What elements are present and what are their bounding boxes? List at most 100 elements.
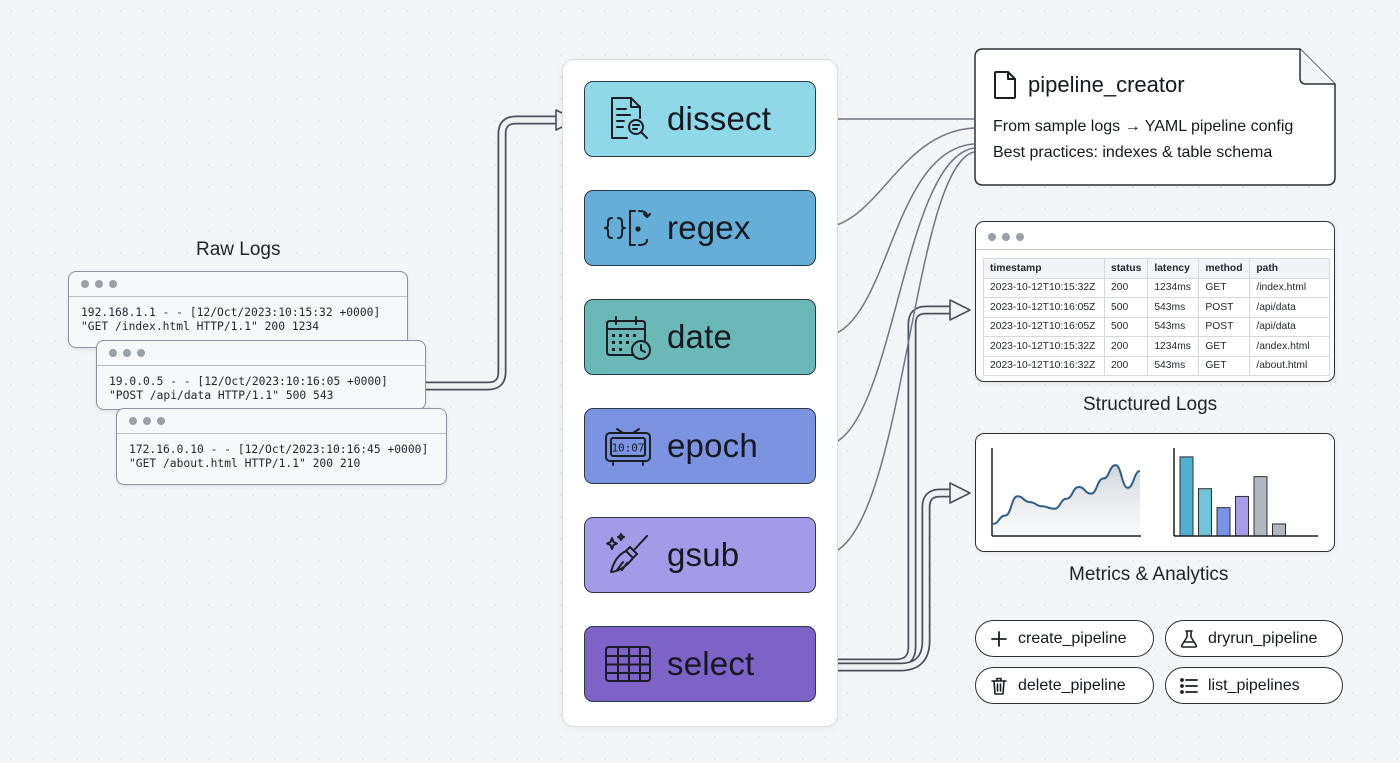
stage-select[interactable]: select [584,626,816,702]
table-header-row: timestamp status latency method path [983,258,1331,279]
stage-label: epoch [667,427,758,464]
window-controls [97,341,425,366]
table-cell: 2023-10-12T10:16:05Z [983,297,1105,318]
stage-dissect[interactable]: dissect [584,81,816,157]
raw-logs-title: Raw Logs [196,239,281,260]
code-braces-icon [603,203,653,253]
structured-logs-table: timestamp status latency method path 202… [983,258,1331,376]
raw-log-entry: 19.0.0.5 - - [12/Oct/2023:10:16:05 +0000… [109,375,388,402]
raw-log-entry: 192.168.1.1 - - [12/Oct/2023:10:15:32 +0… [81,306,381,333]
calendar-clock-icon [603,312,653,362]
svg-text:10:07: 10:07 [611,442,644,455]
table-cell: /api/data [1249,316,1331,337]
stage-label: dissect [667,100,772,137]
stage-epoch[interactable]: 10:07 epoch [584,408,816,484]
delete-pipeline-button[interactable]: delete_pipeline [975,667,1154,704]
structured-logs-window: timestamp status latency method path 202… [975,221,1335,382]
button-label: list_pipelines [1208,676,1300,694]
raw-log-entry: 172.16.0.10 - - [12/Oct/2023:10:16:45 +0… [129,443,429,470]
bar [1179,456,1194,537]
structured-logs-title: Structured Logs [1083,394,1218,415]
table-cell: GET [1198,336,1251,357]
bar [1198,488,1212,537]
table-cell: /about.html [1249,355,1331,376]
column-header: latency [1147,258,1200,279]
table-cell: 200 [1103,336,1149,357]
column-header: path [1249,258,1331,279]
table-cell: 200 [1103,277,1149,298]
metrics-window [975,433,1335,552]
table-cell: 2023-10-12T10:15:32Z [983,277,1105,298]
table-grid-icon [603,639,653,689]
table-cell: POST [1198,316,1251,337]
table-cell: 2023-10-12T10:16:05Z [983,316,1105,337]
window-controls [117,409,446,434]
metrics-bar-chart [1173,448,1318,537]
pipeline-creator-best-practices: Best practices: indexes & table schema [993,144,1273,161]
file-icon [992,70,1018,100]
document-search-icon [603,94,653,144]
table-cell: 2023-10-12T10:16:32Z [983,355,1105,376]
table-cell: GET [1198,277,1251,298]
column-header: timestamp [983,258,1105,279]
table-cell: GET [1198,355,1251,376]
stage-label: date [667,318,733,355]
raw-log-window-2: 19.0.0.5 - - [12/Oct/2023:10:16:05 +0000… [96,340,426,410]
pipeline-creator-card [974,48,1336,186]
table-cell: 543ms [1147,316,1200,337]
trash-icon [991,677,1007,695]
select-to-outputs-arrows [818,299,971,672]
stage-regex[interactable]: regex [584,190,816,266]
table-cell: 1234ms [1147,277,1200,298]
table-cell: 500 [1103,297,1149,318]
table-cell: 2023-10-12T10:15:32Z [983,336,1105,357]
window-controls [69,272,407,297]
table-cell: /api/data [1249,297,1331,318]
raw-logs-to-dissect-arrow [426,109,577,391]
window-controls [976,222,1334,250]
metrics-line-chart [991,448,1141,537]
pipeline-creator-description: From sample logs → YAML pipeline config [993,118,1294,135]
button-label: create_pipeline [1018,629,1127,647]
stage-gsub[interactable]: gsub [584,517,816,593]
bar [1272,523,1286,537]
table-cell: 543ms [1147,297,1200,318]
table-cell: 543ms [1147,355,1200,376]
table-cell: 200 [1103,355,1149,376]
button-label: dryrun_pipeline [1208,629,1318,647]
list-icon [1180,677,1198,694]
flask-icon [1180,629,1198,648]
table-cell: 500 [1103,316,1149,337]
metrics-title: Metrics & Analytics [1069,564,1229,585]
dryrun-pipeline-button[interactable]: dryrun_pipeline [1165,620,1343,657]
line-series [992,464,1141,525]
digital-clock-icon: 10:07 [603,421,653,471]
stage-date[interactable]: date [584,299,816,375]
table-cell: POST [1198,297,1251,318]
bar [1253,476,1268,537]
column-header: method [1198,258,1251,279]
stage-label: gsub [667,536,740,573]
pipeline-creator-title: pipeline_creator [1028,72,1185,97]
pipeline-panel [562,59,838,727]
create-pipeline-button[interactable]: create_pipeline [975,620,1154,657]
table-cell: /index.html [1249,277,1331,298]
raw-log-window-1: 192.168.1.1 - - [12/Oct/2023:10:15:32 +0… [68,271,408,348]
column-header: status [1103,258,1149,279]
brush-sparkle-icon [603,530,653,580]
table-cell: 1234ms [1147,336,1200,357]
raw-log-window-3: 172.16.0.10 - - [12/Oct/2023:10:16:45 +0… [116,408,447,485]
plus-icon [991,630,1007,647]
stage-label: select [667,645,755,682]
button-label: delete_pipeline [1018,676,1126,694]
table-cell: /andex.html [1249,336,1331,357]
pipeline-creator-connectors [824,119,975,555]
list-pipelines-button[interactable]: list_pipelines [1165,667,1343,704]
bar [1216,507,1231,537]
